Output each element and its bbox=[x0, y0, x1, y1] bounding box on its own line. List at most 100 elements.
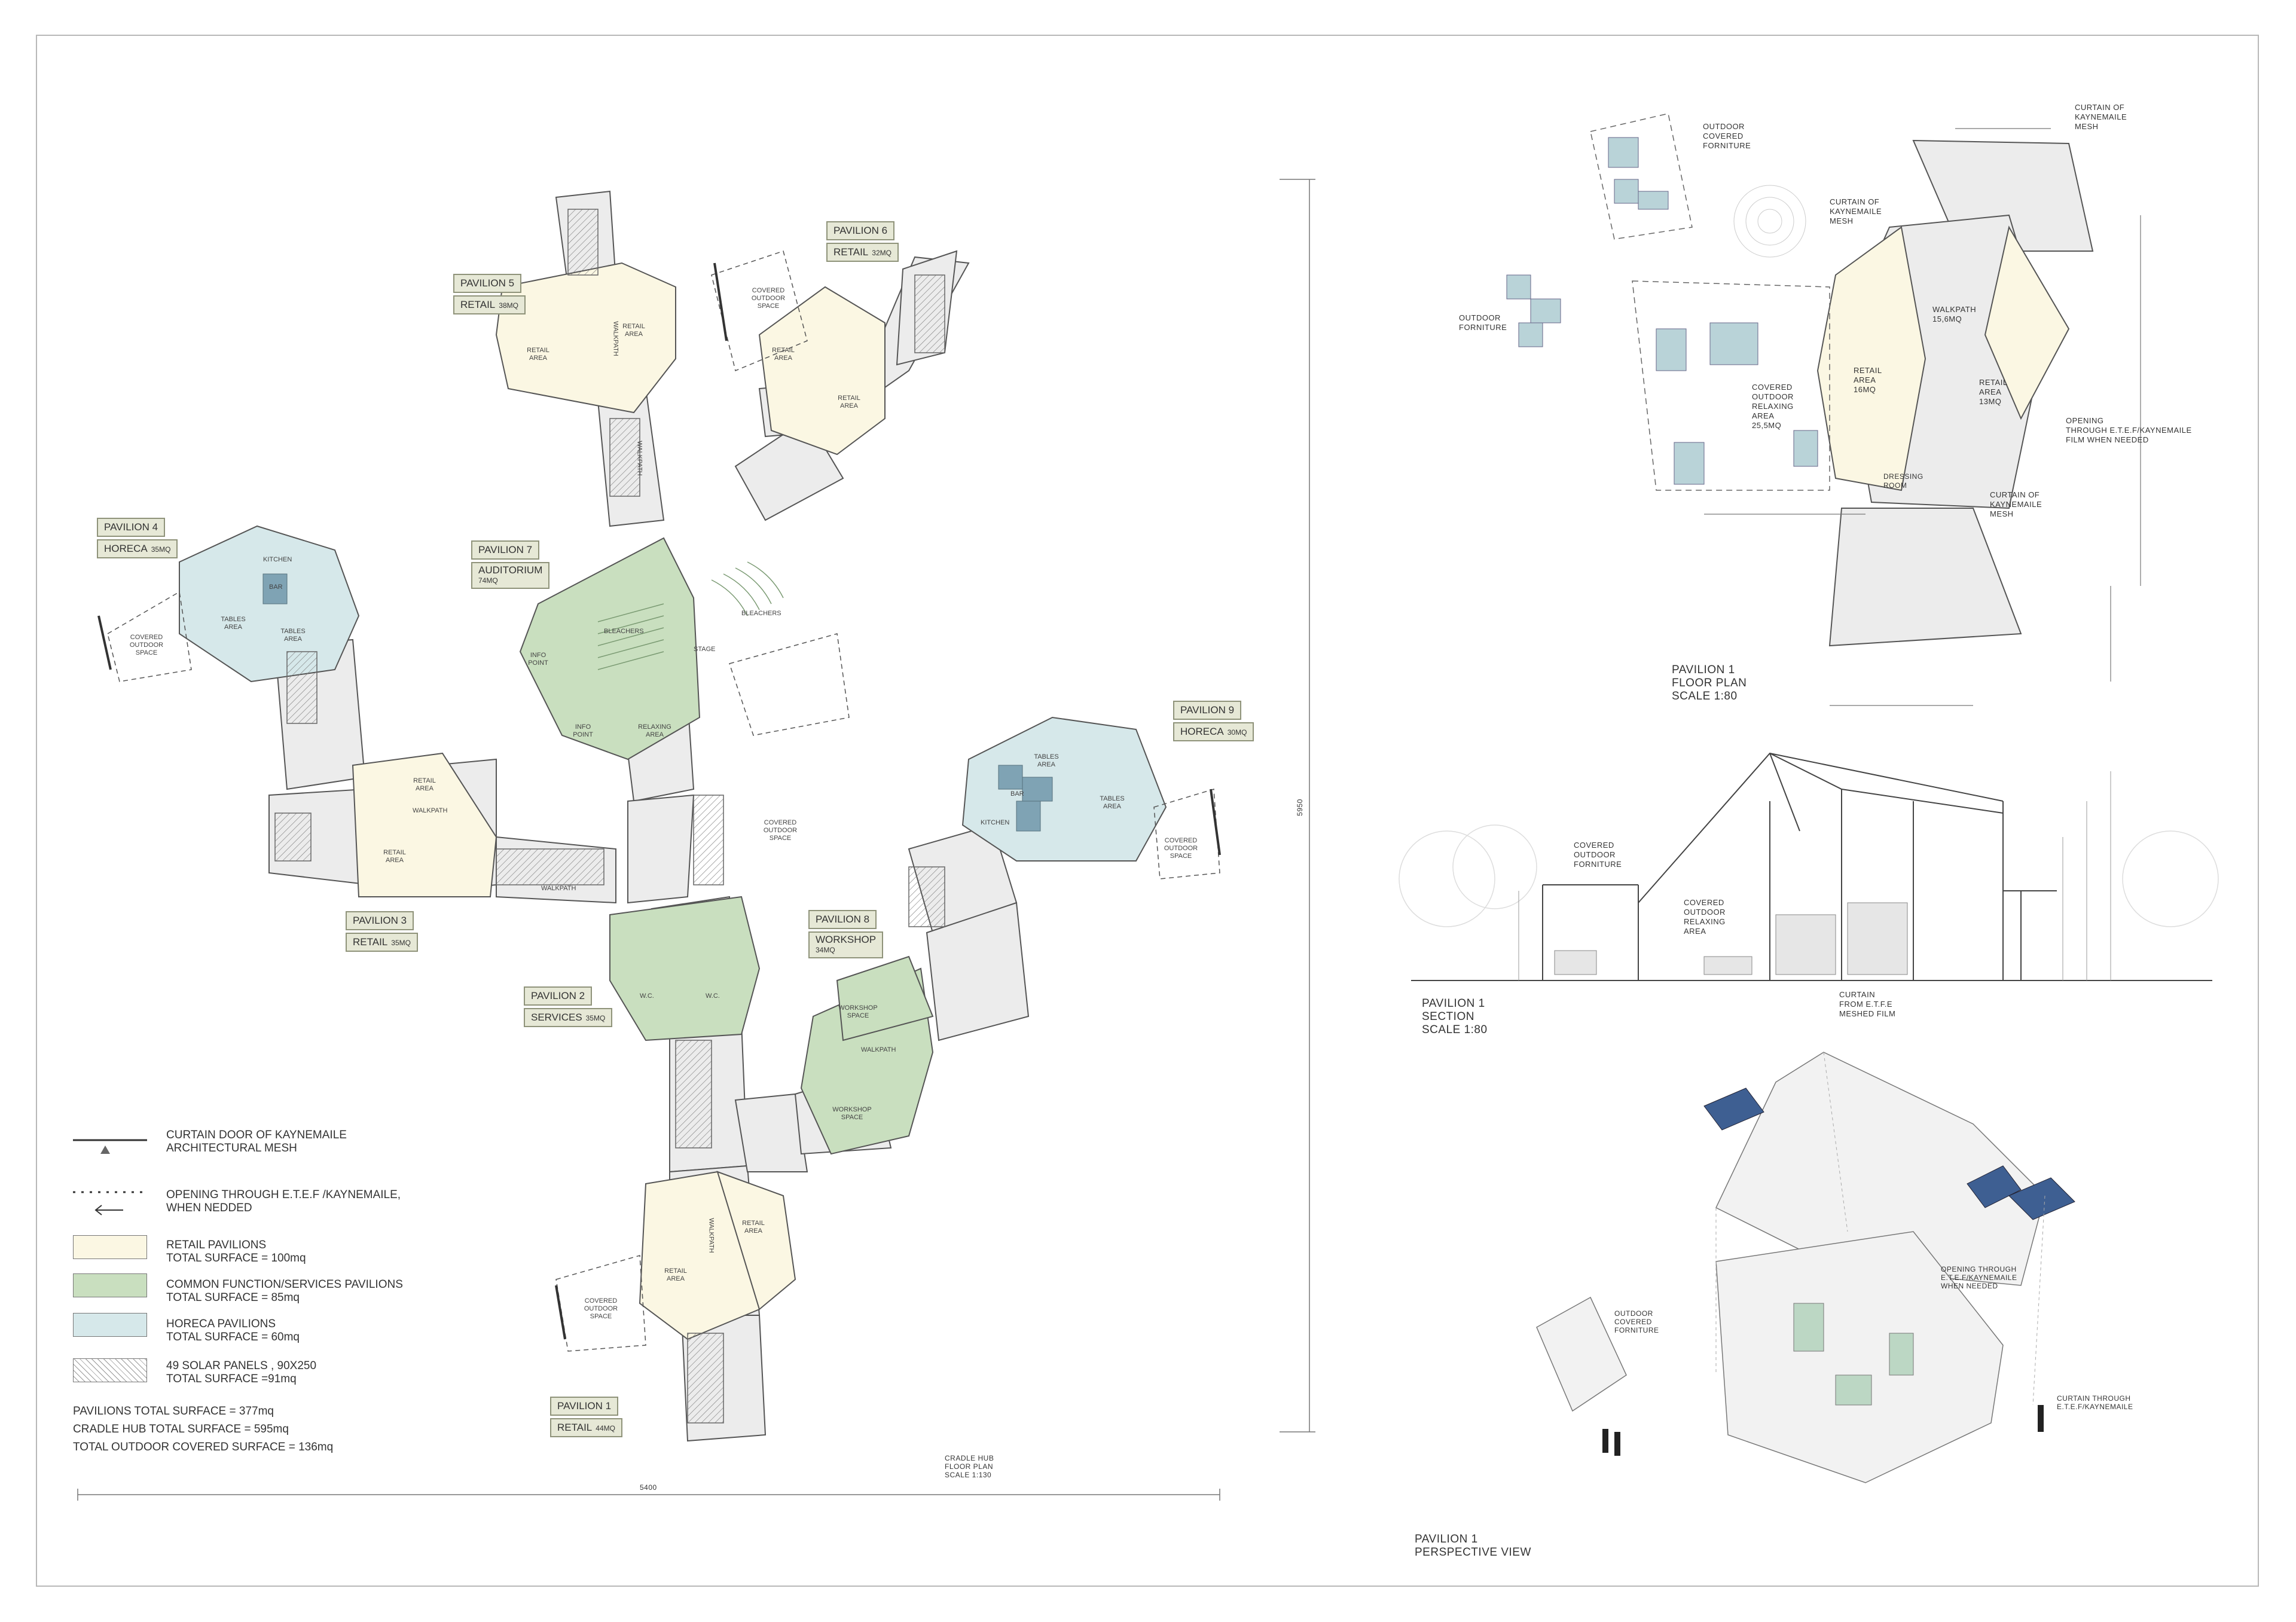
pavilion-1-name-tag: PAVILION 1 bbox=[550, 1397, 619, 1416]
section-title-line: PAVILION 1 bbox=[1422, 997, 1485, 1010]
floor-plan-title-line: FLOOR PLAN bbox=[1672, 677, 1747, 689]
perspective-label-opening: OPENING THROUGH E.T.E.F/KAYNEMAILE WHEN … bbox=[1941, 1265, 2017, 1290]
fp-label-line: CURTAIN OF bbox=[1990, 490, 2040, 499]
person-figure bbox=[1602, 1429, 1608, 1453]
surface-totals: PAVILIONS TOTAL SURFACE = 377mq CRADLE H… bbox=[73, 1403, 333, 1456]
section-retail-shelf bbox=[1847, 902, 1908, 975]
pavilion-2-name-tag: PAVILION 2 bbox=[524, 986, 593, 1006]
fp-label-line: FORNITURE bbox=[1459, 323, 1507, 332]
solar-panel-block bbox=[687, 1333, 724, 1424]
fp-label-line: 25,5mq bbox=[1752, 421, 1782, 430]
person-figure bbox=[2038, 1405, 2044, 1432]
person-figure bbox=[1614, 1432, 1620, 1456]
pavilion-3-name-tag: PAVILION 3 bbox=[346, 911, 414, 930]
room-label-info-point: INFO POINT bbox=[573, 723, 593, 738]
perspective-label-line: COVERED bbox=[1614, 1318, 1652, 1326]
total-pavilions: PAVILIONS TOTAL SURFACE = 377mq bbox=[73, 1405, 274, 1418]
perspective-label-line: E.T.E.F/KAYNEMAILE bbox=[1941, 1273, 2017, 1282]
legend-curtain-line2: ARCHITECTURAL MESH bbox=[166, 1142, 297, 1154]
fp-label-covered-relaxing: COVERED OUTDOOR RELAXING AREA 25,5mq bbox=[1752, 383, 1794, 430]
fp-label-retail-left: RETAIL AREA 16mq bbox=[1854, 366, 1882, 395]
bar-counter bbox=[262, 573, 288, 604]
pavilion-6-use: RETAIL bbox=[833, 246, 869, 258]
solar-panel bbox=[1703, 1088, 1764, 1131]
section-label-line: FROM E.T.F.E bbox=[1839, 1000, 1893, 1009]
legend-horeca-line2: TOTAL SURFACE = 60mq bbox=[166, 1331, 300, 1343]
fp-label-line: MESH bbox=[2075, 122, 2099, 131]
section-label-line: MESHED FILM bbox=[1839, 1009, 1896, 1018]
room-label-retail-area: RETAIL AREA bbox=[742, 1220, 765, 1235]
fp-label-dressing: DRESSING ROOM bbox=[1883, 472, 1923, 490]
room-label-relaxing-area: RELAXING AREA bbox=[638, 723, 671, 738]
legend-horeca-text: HORECA PAVILIONS TOTAL SURFACE = 60mq bbox=[166, 1318, 300, 1344]
walkpath-segment bbox=[734, 1093, 808, 1172]
fp-label-line: 15,6mq bbox=[1932, 314, 1962, 323]
fp-label-line: OUTDOOR bbox=[1752, 392, 1794, 401]
fp-label-curtain-bottom: CURTAIN OF KAYNEMAILE MESH bbox=[1990, 490, 2042, 519]
pavilion-2-shape bbox=[609, 896, 761, 1041]
room-label-covered-outdoor: COVERED OUTDOOR SPACE bbox=[129, 634, 164, 656]
fp-label-retail-right: RETAIL AREA 13mq bbox=[1979, 378, 2008, 407]
main-plan-title: CRADLE HUB FLOOR PLAN SCALE 1:130 bbox=[945, 1454, 994, 1479]
pavilion-8-area: 34MQ bbox=[816, 946, 835, 954]
tree-symbol bbox=[1733, 185, 1806, 258]
legend-retail-text: RETAIL PAVILIONS TOTAL SURFACE = 100mq bbox=[166, 1239, 306, 1265]
pavilion-7-shape bbox=[519, 537, 701, 760]
main-plan-width-dimension: 5400 bbox=[640, 1483, 657, 1492]
legend-common-swatch bbox=[73, 1273, 147, 1297]
room-label-tables-area: TABLES AREA bbox=[1034, 753, 1059, 768]
fp-label-outdoor-covered-forniture: OUTDOOR COVERED FORNITURE bbox=[1703, 122, 1751, 151]
room-label-retail-area: RETAIL AREA bbox=[383, 849, 406, 864]
floor-plan-title: PAVILION 1 FLOOR PLAN SCALE 1:80 bbox=[1672, 664, 1747, 703]
pavilion-4-name-tag: PAVILION 4 bbox=[97, 518, 166, 537]
legend-curtain-line1: CURTAIN DOOR OF KAYNEMAILE bbox=[166, 1129, 347, 1141]
covered-outdoor-space bbox=[107, 591, 192, 682]
legend-common-line2: TOTAL SURFACE = 85mq bbox=[166, 1291, 300, 1304]
floor-plan-title-line: SCALE 1:80 bbox=[1672, 690, 1738, 702]
pavilion-6-name-tag: PAVILION 6 bbox=[826, 221, 895, 240]
fp-label-line: THROUGH E.T.E.F/KAYNEMAILE bbox=[2066, 426, 2192, 435]
room-label-wc: W.C. bbox=[706, 992, 720, 1000]
pavilion-8-name-tag: PAVILION 8 bbox=[808, 910, 877, 929]
pavilion-7-name-tag: PAVILION 7 bbox=[471, 540, 540, 560]
pavilion-5-shape bbox=[495, 262, 676, 414]
perspective-label-curtain: CURTAIN THROUGH E.T.E.F/KAYNEMAILE bbox=[2057, 1394, 2133, 1411]
fp-label-line: OUTDOOR bbox=[1703, 122, 1745, 131]
room-label-kitchen: KITCHEN bbox=[981, 819, 1010, 826]
room-label-bar: BAR bbox=[269, 584, 283, 591]
fp-label-line: CURTAIN OF bbox=[2075, 103, 2125, 112]
legend-opening-text: OPENING THROUGH E.T.E.F /KAYNEMAILE, WHE… bbox=[166, 1189, 401, 1215]
solar-panel-block bbox=[675, 1040, 712, 1148]
room-label-tables-area: TABLES AREA bbox=[280, 628, 306, 643]
fp-label-line: OUTDOOR bbox=[1459, 313, 1501, 322]
fp-label-line: AREA bbox=[1854, 375, 1876, 384]
room-label-bleachers: BLEACHERS bbox=[604, 628, 644, 635]
section-retail-shelf bbox=[1775, 914, 1836, 975]
fp-label-line: FILM WHEN NEEDED bbox=[2066, 435, 2149, 444]
drawing-frame bbox=[36, 35, 2259, 1587]
section-label-covered-forniture: COVERED OUTDOOR FORNITURE bbox=[1574, 841, 1622, 869]
pavilion-4-area: 35MQ bbox=[151, 545, 171, 554]
fp-label-line: AREA bbox=[1752, 411, 1775, 420]
floor-plan-title-line: PAVILION 1 bbox=[1672, 664, 1735, 676]
floorplan-retail-right bbox=[1984, 225, 2070, 420]
perspective-label-outdoor: OUTDOOR COVERED FORNITURE bbox=[1614, 1309, 1659, 1334]
walkpath-segment bbox=[627, 794, 695, 904]
room-label-workshop-space: WORKSHOP SPACE bbox=[832, 1106, 872, 1121]
fp-label-line: RETAIL bbox=[1979, 378, 2008, 387]
main-plan-height-dimension: 5950 bbox=[1295, 799, 1304, 816]
fp-label-outdoor-forniture: OUTDOOR FORNITURE bbox=[1459, 313, 1507, 332]
section-label-curtain: CURTAIN FROM E.T.F.E MESHED FILM bbox=[1839, 990, 1895, 1019]
room-label-retail-area: RETAIL AREA bbox=[838, 395, 860, 410]
room-label-walkpath: WALKPATH bbox=[541, 885, 576, 892]
legend-retail-swatch bbox=[73, 1235, 147, 1259]
floorplan-covered-outdoor bbox=[1632, 280, 1830, 491]
legend-horeca-line1: HORECA PAVILIONS bbox=[166, 1318, 276, 1330]
section-roof bbox=[1638, 752, 2004, 903]
legend-common-line1: COMMON FUNCTION/SERVICES PAVILIONS bbox=[166, 1278, 403, 1291]
pavilion-1-area: 44MQ bbox=[596, 1424, 615, 1432]
solar-panel-block bbox=[567, 209, 599, 276]
section-label-line: CURTAIN bbox=[1839, 990, 1876, 999]
